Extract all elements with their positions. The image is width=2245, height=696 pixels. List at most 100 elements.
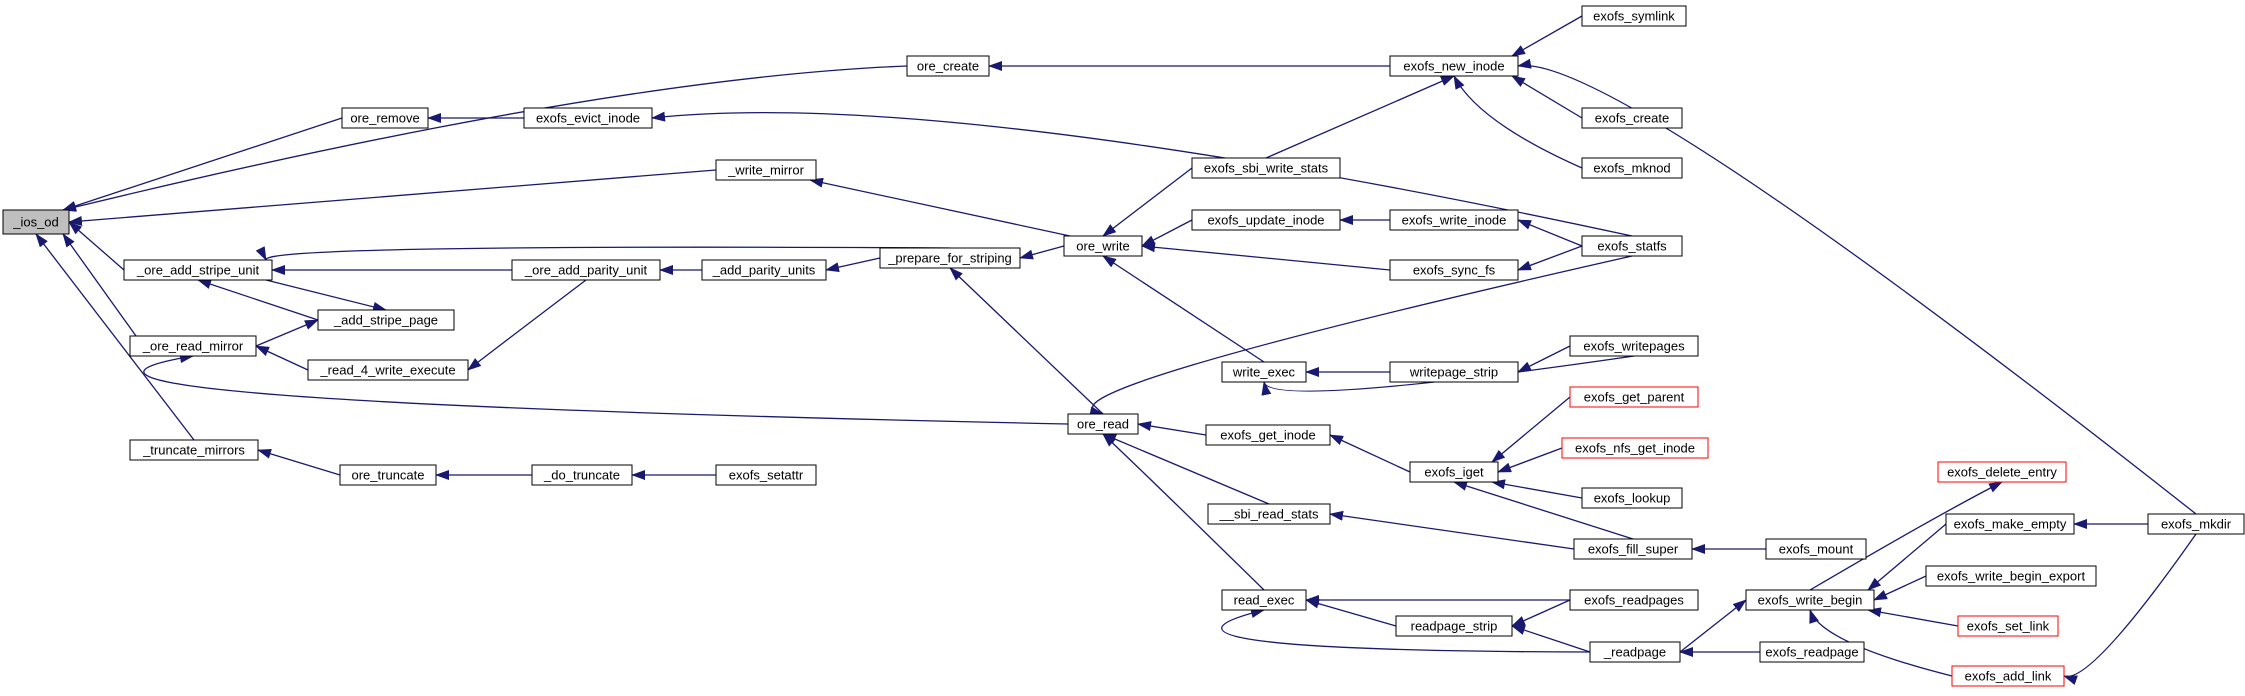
node-box — [1581, 5, 1687, 27]
node-exofs-writepages[interactable]: exofs_writepages — [1569, 335, 1699, 357]
node-label: _read_4_write_execute — [319, 363, 455, 378]
node-box — [1191, 157, 1341, 179]
node-label: exofs_evict_inode — [536, 111, 640, 126]
node-box — [129, 439, 259, 461]
node-box — [123, 259, 273, 281]
node-label: exofs_setattr — [729, 468, 804, 483]
node-box — [1951, 665, 2065, 687]
node-label: exofs_add_link — [1965, 669, 2052, 684]
call-edge-write-exec-to-ore-write — [1102, 255, 1265, 363]
node-ore-create[interactable]: ore_create — [906, 55, 990, 77]
node-readpage-strip[interactable]: readpage_strip — [1395, 615, 1513, 637]
node-box — [523, 107, 653, 129]
node-exofs-write-inode[interactable]: exofs_write_inode — [1389, 209, 1519, 231]
node-readpage[interactable]: _readpage — [1589, 641, 1681, 663]
call-edge-ore-add-stripe-unit-to-add-stripe-page — [265, 279, 387, 312]
node-write-mirror[interactable]: _write_mirror — [715, 159, 817, 181]
node-add-stripe-page[interactable]: _add_stripe_page — [317, 309, 455, 331]
node-label: _do_truncate — [543, 468, 620, 483]
node-exofs-lookup[interactable]: exofs_lookup — [1581, 487, 1683, 509]
node-label: exofs_new_inode — [1403, 59, 1504, 74]
node-read-4-write-execute[interactable]: _read_4_write_execute — [307, 359, 469, 381]
node-exofs-update-inode[interactable]: exofs_update_inode — [1191, 209, 1341, 231]
call-edge-exofs-mknod-to-exofs-new-inode — [1453, 75, 1583, 169]
node-box — [1067, 413, 1139, 435]
node-exofs-delete-entry[interactable]: exofs_delete_entry — [1937, 461, 2067, 483]
call-edge-exofs-lookup-to-exofs-iget — [1491, 479, 1583, 499]
node-exofs-evict-inode[interactable]: exofs_evict_inode — [523, 107, 653, 129]
node-ore-add-stripe-unit[interactable]: _ore_add_stripe_unit — [123, 259, 273, 281]
node-ios-od[interactable]: _ios_od — [2, 209, 70, 235]
node-exofs-statfs[interactable]: exofs_statfs — [1581, 235, 1683, 257]
node-label: exofs_mkdir — [2161, 517, 2232, 532]
node-label: _prepare_for_striping — [887, 251, 1012, 266]
node-sbi-read-stats[interactable]: __sbi_read_stats — [1207, 503, 1331, 525]
node-exofs-symlink[interactable]: exofs_symlink — [1581, 5, 1687, 27]
node-ore-read[interactable]: ore_read — [1067, 413, 1139, 435]
node-label: writepage_strip — [1409, 365, 1498, 380]
node-exofs-new-inode[interactable]: exofs_new_inode — [1389, 55, 1519, 77]
node-writepage-strip[interactable]: writepage_strip — [1389, 361, 1519, 383]
node-box — [1389, 209, 1519, 231]
node-exofs-set-link[interactable]: exofs_set_link — [1957, 615, 2059, 637]
call-edge-exofs-statfs-to-exofs-sync-fs — [1517, 245, 1583, 271]
call-edge-truncate-mirrors-to-ios-od — [35, 233, 195, 441]
node-box — [1191, 209, 1341, 231]
call-edge-exofs-symlink-to-exofs-new-inode — [1511, 15, 1583, 57]
node-exofs-make-empty[interactable]: exofs_make_empty — [1945, 513, 2075, 535]
node-exofs-iget[interactable]: exofs_iget — [1409, 461, 1499, 483]
node-label: _ore_add_parity_unit — [524, 263, 648, 278]
node-truncate-mirrors[interactable]: _truncate_mirrors — [129, 439, 259, 461]
node-box — [511, 259, 661, 281]
node-ore-write[interactable]: ore_write — [1063, 235, 1143, 257]
node-label: _write_mirror — [727, 163, 805, 178]
node-exofs-write-begin-export[interactable]: exofs_write_begin_export — [1925, 565, 2097, 587]
node-ore-truncate[interactable]: ore_truncate — [339, 464, 437, 486]
node-exofs-fill-super[interactable]: exofs_fill_super — [1573, 538, 1693, 560]
node-exofs-readpage[interactable]: exofs_readpage — [1759, 641, 1865, 663]
node-exofs-write-begin[interactable]: exofs_write_begin — [1745, 589, 1875, 611]
node-ore-remove[interactable]: ore_remove — [341, 107, 429, 129]
node-exofs-mount[interactable]: exofs_mount — [1765, 538, 1867, 560]
node-label: write_exec — [1232, 365, 1296, 380]
node-box — [531, 464, 633, 486]
node-add-parity-units[interactable]: _add_parity_units — [701, 259, 827, 281]
node-exofs-create[interactable]: exofs_create — [1581, 107, 1683, 129]
call-edge-exofs-iget-to-exofs-get-inode — [1329, 434, 1411, 473]
node-write-exec[interactable]: write_exec — [1221, 361, 1307, 383]
node-exofs-mkdir[interactable]: exofs_mkdir — [2147, 513, 2245, 535]
node-exofs-get-parent[interactable]: exofs_get_parent — [1569, 386, 1699, 408]
node-box — [2147, 513, 2245, 535]
node-box — [715, 159, 817, 181]
call-edge-ore-remove-to-ios-od — [62, 117, 343, 211]
node-ore-add-parity-unit[interactable]: _ore_add_parity_unit — [511, 259, 661, 281]
call-edge-ore-read-to-ore-read-mirror — [143, 353, 1069, 425]
call-edge-ore-read-mirror-to-ios-od — [62, 233, 137, 337]
node-box — [1745, 589, 1875, 611]
node-exofs-sbi-write-stats[interactable]: exofs_sbi_write_stats — [1191, 157, 1341, 179]
node-exofs-mknod[interactable]: exofs_mknod — [1581, 157, 1683, 179]
node-box — [1063, 235, 1143, 257]
call-edge-read-4-write-execute-to-ore-read-mirror — [255, 345, 309, 371]
node-box — [1389, 259, 1519, 281]
node-exofs-readpages[interactable]: exofs_readpages — [1569, 589, 1699, 611]
node-label: exofs_write_begin_export — [1937, 569, 2086, 584]
node-label: _ios_od — [12, 215, 59, 230]
node-exofs-sync-fs[interactable]: exofs_sync_fs — [1389, 259, 1519, 281]
node-exofs-setattr[interactable]: exofs_setattr — [715, 464, 817, 486]
node-exofs-add-link[interactable]: exofs_add_link — [1951, 665, 2065, 687]
node-ore-read-mirror[interactable]: _ore_read_mirror — [129, 335, 257, 357]
node-exofs-get-inode[interactable]: exofs_get_inode — [1205, 424, 1331, 446]
call-edge-exofs-write-begin-export-to-exofs-write-begin — [1873, 575, 1927, 601]
call-edge-exofs-readpages-to-readpage-strip — [1511, 599, 1571, 627]
node-label: ore_truncate — [352, 468, 425, 483]
node-read-exec[interactable]: read_exec — [1221, 589, 1307, 611]
node-label: ore_create — [917, 59, 979, 74]
node-box — [1389, 55, 1519, 77]
call-edge-exofs-sbi-write-stats-to-ore-write — [1102, 167, 1193, 237]
node-box — [1221, 361, 1307, 383]
node-prepare-for-striping[interactable]: _prepare_for_striping — [879, 247, 1021, 269]
node-exofs-nfs-get-inode[interactable]: exofs_nfs_get_inode — [1561, 437, 1709, 459]
node-do-truncate[interactable]: _do_truncate — [531, 464, 633, 486]
